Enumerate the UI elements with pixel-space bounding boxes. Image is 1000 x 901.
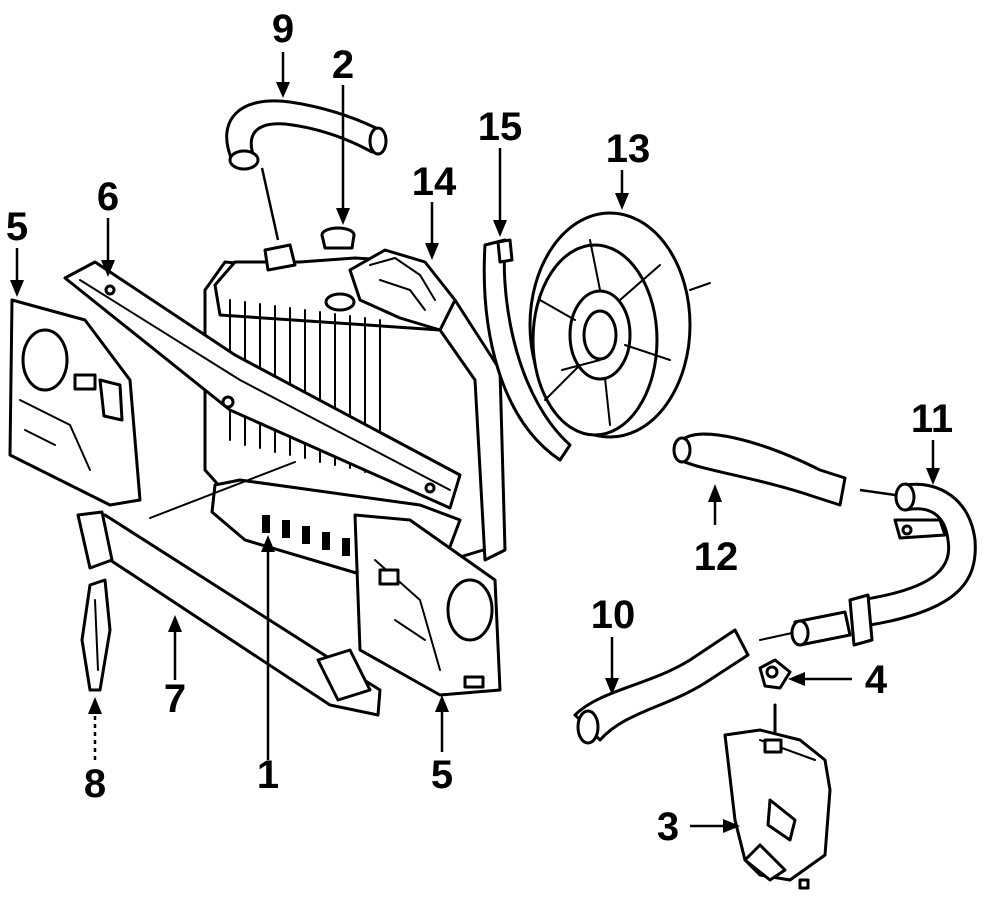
radiator-cap [320, 226, 356, 250]
bypass-hose-11 [848, 482, 977, 647]
callout-labels: 9 2 15 13 14 6 5 11 12 10 4 7 1 5 8 3 [6, 7, 953, 849]
callout-6: 6 [97, 175, 119, 219]
callout-8: 8 [84, 762, 106, 806]
fan-shroud-upper [348, 248, 457, 332]
lower-tie-bar [76, 510, 382, 717]
fan-shroud-ring [482, 238, 572, 462]
callout-10: 10 [591, 593, 636, 637]
hood-latch-bracket [80, 578, 112, 692]
leader-lines [10, 52, 940, 833]
callout-15: 15 [478, 105, 523, 149]
callout-12: 12 [694, 535, 739, 579]
side-panel-left [8, 298, 142, 507]
callout-13: 13 [606, 127, 651, 171]
callout-1: 1 [257, 753, 279, 797]
callout-9: 9 [272, 7, 294, 51]
callout-4: 4 [865, 658, 888, 702]
callout-7: 7 [164, 677, 186, 721]
lower-hose-12 [672, 432, 847, 507]
side-panel-right [353, 513, 502, 697]
callout-5-left: 5 [6, 205, 28, 249]
callout-5-right: 5 [431, 753, 453, 797]
callout-11: 11 [911, 397, 953, 441]
reservoir-cap [758, 658, 792, 742]
upper-radiator-hose [225, 99, 388, 171]
upper-support-bar [63, 260, 462, 510]
callout-3: 3 [657, 805, 679, 849]
reservoir-hose-10 [573, 628, 750, 745]
callout-2: 2 [332, 43, 354, 87]
cooling-fan [528, 211, 711, 439]
hose-fitting [759, 610, 852, 647]
callout-14: 14 [412, 160, 457, 204]
coolant-reservoir [723, 728, 832, 890]
